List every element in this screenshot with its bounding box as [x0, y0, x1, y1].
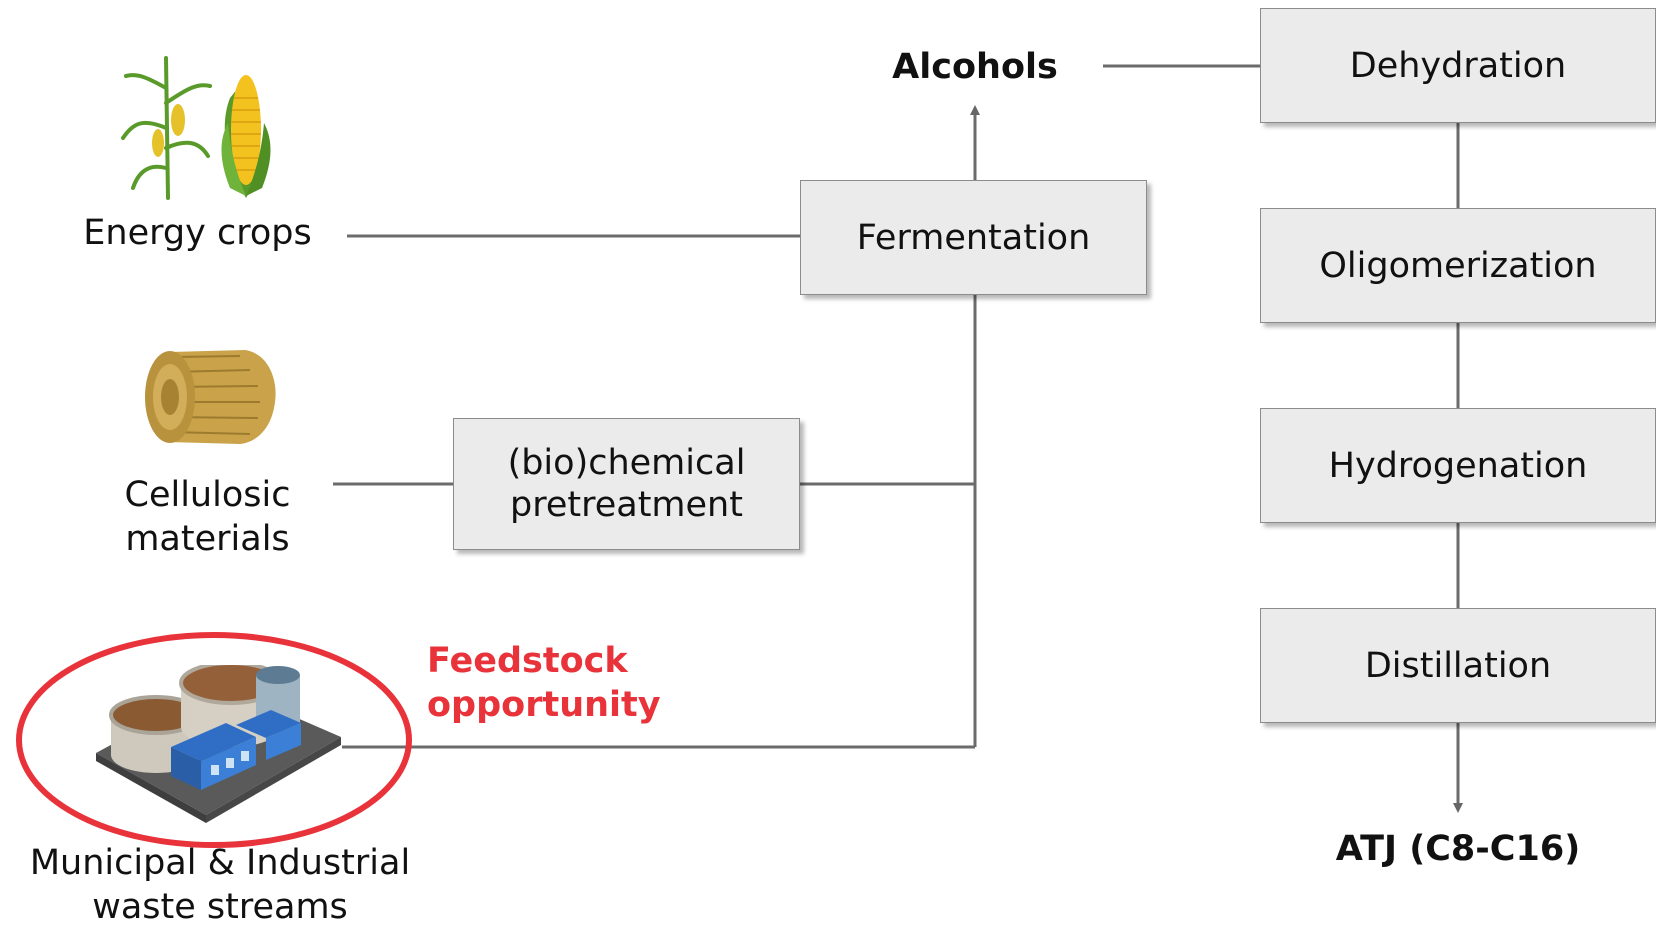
- hydrogenation-box: Hydrogenation: [1260, 408, 1656, 523]
- cellulosic-line-2: materials: [125, 518, 290, 559]
- annotation-line-2: opportunity: [427, 684, 661, 725]
- feedstock-opportunity-highlight: [16, 632, 412, 848]
- annotation-line-1: Feedstock: [427, 641, 628, 681]
- fermentation-box: Fermentation: [800, 180, 1147, 295]
- cellulosic-line-1: Cellulosic: [124, 475, 291, 515]
- wastewater-plant-icon: [96, 665, 341, 823]
- oligomerization-box: Oligomerization: [1260, 208, 1656, 323]
- pretreatment-box: (bio)chemical pretreatment: [453, 418, 800, 550]
- corn-icon: [121, 56, 271, 200]
- alcohols-label: Alcohols: [892, 47, 1058, 87]
- dehydration-box: Dehydration: [1260, 8, 1656, 123]
- waste-line-2: waste streams: [92, 886, 348, 927]
- energy-crops-label: Energy crops: [83, 213, 312, 253]
- waste-line-1: Municipal & Industrial: [29, 843, 411, 883]
- pretreatment-line-2: pretreatment: [510, 485, 743, 525]
- pretreatment-line-1: (bio)chemical: [507, 443, 746, 483]
- hay-bale-icon: [145, 350, 276, 444]
- waste-streams-label: Municipal & Industrial waste streams: [5, 842, 435, 930]
- cellulosic-materials-label: Cellulosic materials: [95, 474, 320, 562]
- distillation-box: Distillation: [1260, 608, 1656, 723]
- feedstock-opportunity-label: Feedstock opportunity: [427, 640, 687, 728]
- atj-product-label: ATJ (C8-C16): [1335, 829, 1581, 869]
